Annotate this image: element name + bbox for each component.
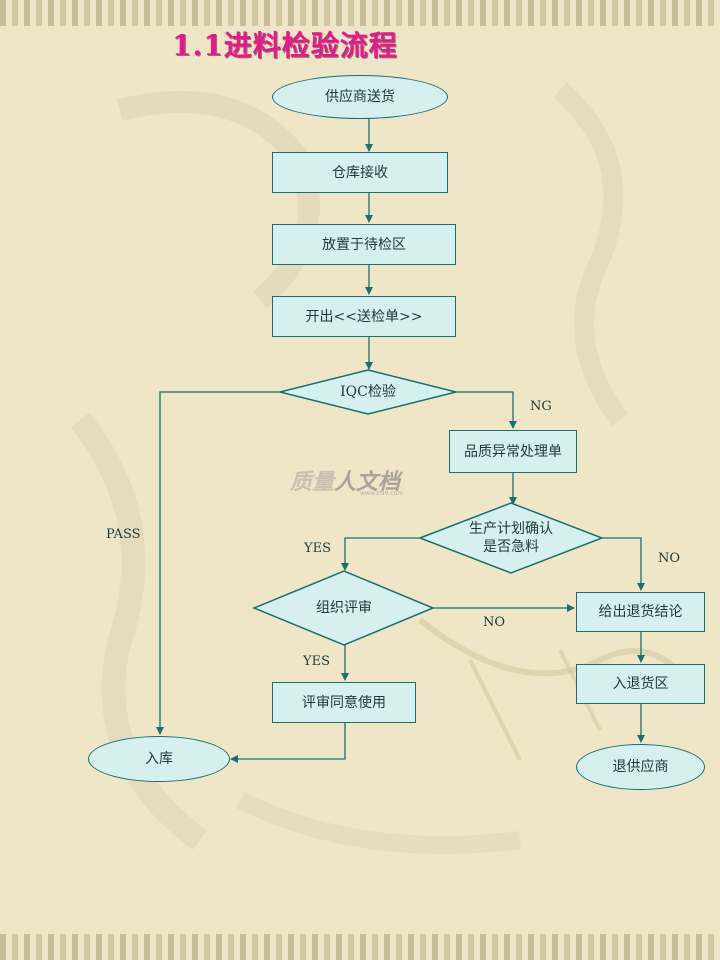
store-in-node: 入库 xyxy=(88,736,230,782)
watermark-url: www.zl99.com xyxy=(360,490,404,497)
return-area-node: 入退货区 xyxy=(576,664,705,704)
return-supplier-node: 退供应商 xyxy=(576,744,705,790)
watermark-part-b: 人文档 xyxy=(334,470,401,495)
plan-confirm-label: 生产计划确认 是否急料 xyxy=(469,521,553,555)
return-conclusion-node: 给出退货结论 xyxy=(576,592,705,632)
watermark-logo: 质量 人文档 www.zl99.com xyxy=(290,464,404,497)
page-title: 1.1进料检验流程 xyxy=(172,29,398,62)
iqc-label: IQC检验 xyxy=(340,384,396,400)
edge-label-pass: PASS xyxy=(106,527,141,542)
place-pending-node: 放置于待检区 xyxy=(272,224,456,265)
decorative-bottom-border xyxy=(0,934,720,960)
supplier-delivery-node: 供应商送货 xyxy=(272,75,448,119)
iqc-diamond xyxy=(279,369,457,415)
org-review-diamond xyxy=(252,570,435,646)
edge-label-yes-review: YES xyxy=(303,654,330,669)
edge-label-no-plan: NO xyxy=(658,551,681,566)
edge-label-no-review: NO xyxy=(483,615,506,630)
issue-form-node: 开出<<送检单>> xyxy=(272,296,456,337)
plan-confirm-diamond xyxy=(417,502,605,574)
org-review-label: 组织评审 xyxy=(316,600,372,616)
decorative-top-border xyxy=(0,0,720,26)
edge-label-yes-plan: YES xyxy=(304,541,331,556)
quality-abnormal-node: 品质异常处理单 xyxy=(449,430,577,473)
watermark-part-a: 质量 xyxy=(290,470,335,495)
edge-label-ng: NG xyxy=(530,399,552,414)
review-approve-node: 评审同意使用 xyxy=(272,682,416,723)
warehouse-receive-node: 仓库接收 xyxy=(272,152,448,193)
